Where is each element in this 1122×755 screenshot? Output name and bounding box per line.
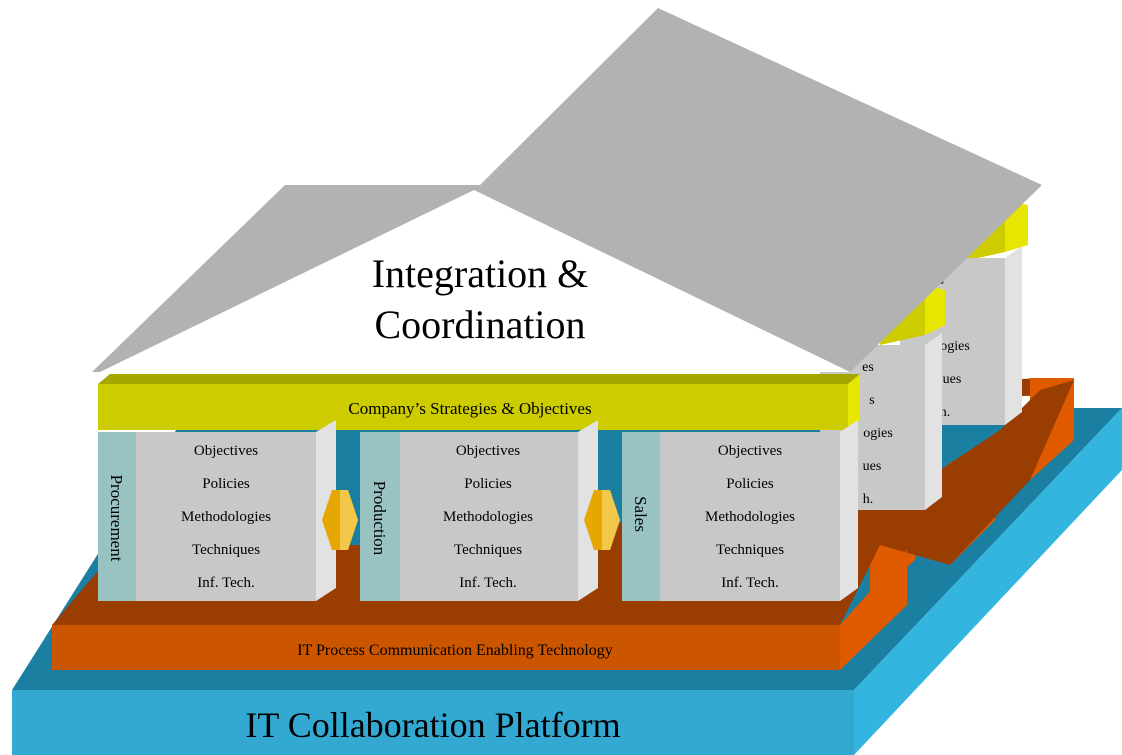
- sales-row-inf-tech: Inf. Tech.: [721, 575, 778, 591]
- middle-row-4: ues: [863, 459, 882, 474]
- pillar-sales: Sales Objectives Policies Methodologies …: [622, 420, 858, 601]
- procurement-row-methodologies: Methodologies: [181, 509, 271, 525]
- connector-1-highlight: [340, 490, 358, 550]
- production-row-inf-tech: Inf. Tech.: [459, 575, 516, 591]
- production-row-policies: Policies: [464, 476, 512, 492]
- middle-pillar-side: [925, 333, 942, 510]
- pillar-procurement: Procurement Objectives Policies Methodol…: [98, 420, 336, 601]
- procurement-label: Procurement: [107, 475, 126, 562]
- middle-row-2: s: [869, 393, 874, 408]
- middle-pillar-rows: es s ogies ues h.: [862, 360, 893, 507]
- beam-right-side: [848, 374, 860, 430]
- sales-pillar-side: [840, 420, 858, 601]
- production-label-strip: [360, 432, 400, 601]
- middle-row-5: h.: [863, 492, 874, 507]
- platform-label: IT Collaboration Platform: [245, 705, 620, 745]
- rear-row-5: h.: [940, 405, 951, 420]
- sales-row-policies: Policies: [726, 476, 774, 492]
- procurement-row-techniques: Techniques: [192, 542, 260, 558]
- procurement-row-objectives: Objectives: [194, 443, 258, 459]
- connector-production-sales: [584, 490, 620, 550]
- procurement-row-inf-tech: Inf. Tech.: [197, 575, 254, 591]
- middle-pillar-cap-side: [925, 285, 945, 335]
- production-row-methodologies: Methodologies: [443, 509, 533, 525]
- production-row-objectives: Objectives: [456, 443, 520, 459]
- sales-label: Sales: [631, 496, 650, 532]
- procurement-label-strip: [98, 432, 136, 601]
- roof: Integration & Coordination: [92, 8, 1042, 372]
- beam-label: Company’s Strategies & Objectives: [348, 399, 591, 418]
- sales-row-objectives: Objectives: [718, 443, 782, 459]
- sales-row-methodologies: Methodologies: [705, 509, 795, 525]
- connector-procurement-production: [322, 490, 358, 550]
- connector-2-highlight: [602, 490, 620, 550]
- production-row-techniques: Techniques: [454, 542, 522, 558]
- beam-top: [98, 374, 860, 384]
- comm-right-side: [840, 550, 907, 670]
- sales-row-techniques: Techniques: [716, 542, 784, 558]
- procurement-row-policies: Policies: [202, 476, 250, 492]
- roof-title-line1: Integration &: [372, 251, 589, 296]
- comm-front: [52, 625, 840, 670]
- roof-title-line2: Coordination: [374, 302, 585, 347]
- platform-front: [12, 690, 854, 755]
- middle-row-3: ogies: [863, 426, 893, 441]
- beam-front: [98, 384, 848, 430]
- production-label: Production: [370, 481, 389, 556]
- sales-label-strip: [622, 432, 660, 601]
- roof-gable-face: [100, 190, 850, 372]
- middle-row-1: es: [862, 360, 874, 375]
- comm-label: IT Process Communication Enabling Techno…: [297, 642, 613, 659]
- rear-pillar-side: [1005, 246, 1022, 425]
- rear-row-4: ues: [943, 372, 962, 387]
- pillar-production: Production Objectives Policies Methodolo…: [360, 420, 598, 601]
- strategy-beam: Company’s Strategies & Objectives: [98, 374, 860, 430]
- platform-right-side: [854, 408, 1122, 755]
- rear-row-3: ogies: [940, 339, 970, 354]
